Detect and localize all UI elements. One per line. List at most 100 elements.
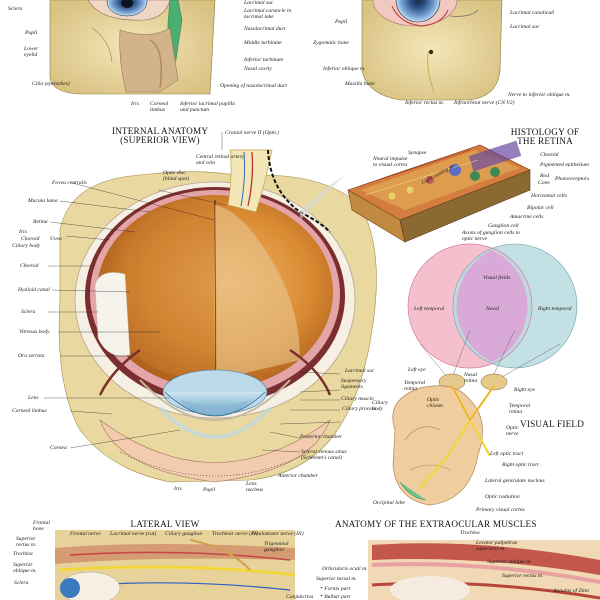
label-optic-nerve: Optic nerve <box>506 425 519 437</box>
label-bulbar-part: * Bulbar part <box>320 594 351 600</box>
label-right-optic-tract: Right optic tract <box>502 462 539 468</box>
title-internal-line2: (SUPERIOR VIEW) <box>120 135 200 145</box>
label-optic-disc: Optic disc (blind spot) <box>163 170 189 182</box>
label-frontal-nerve: Frontal nerve <box>70 531 101 537</box>
label-orbicularis-oculi: Orbicularis oculi m. <box>322 566 368 572</box>
label-vitreous-body: Vitreous body <box>19 329 50 335</box>
label-optic-chiasm: Optic chiasm <box>427 397 443 409</box>
internal-anatomy-illustration <box>58 132 377 483</box>
label-zygomatic-bone: Zygomatic bone <box>313 40 349 46</box>
label-choroid2: Choroid <box>20 263 39 269</box>
label-ciliary-body2: Ciliary body <box>372 400 388 412</box>
title-histology-line1: HISTOLOGY OF <box>510 127 580 137</box>
title-histology-line2: THE RETINA <box>517 136 573 146</box>
label-sclera: Sclera <box>21 309 36 315</box>
extraocular-illustration <box>368 540 600 600</box>
label-nasolacrimal-duct: Nasolacrimal duct <box>244 26 286 32</box>
label-trochlea-lat: Trochlea <box>13 551 33 557</box>
label-cranial-nerve-ii: Cranial nerve II (Optic) <box>225 130 279 136</box>
lateral-view-illustration <box>55 530 296 600</box>
label-inferior-oblique-top: Inferior oblique m. <box>323 66 366 72</box>
label-frontal-bone: Frontal bone <box>33 520 50 532</box>
label-cilia: Cilia (eyelashes) <box>32 81 70 87</box>
label-corneal-limbus: Corneal limbus <box>12 408 47 414</box>
label-conjunctiva: Conjunctiva <box>286 594 314 600</box>
label-posterior-chamber: Posterior chamber <box>300 434 343 440</box>
label-cone: Cone <box>538 180 550 186</box>
label-temporal-retina-right: Temporal retina <box>509 403 531 415</box>
label-oculomotor-nerve: Oculomotor nerve (III) <box>252 531 304 537</box>
label-lacrimal-nerve: Lacrimal nerve (cut) <box>110 531 157 537</box>
label-ciliary-body: Ciliary body <box>12 243 41 249</box>
label-amacrine-cells: Amacrine cells <box>510 214 544 220</box>
label-lacrimal-sac-top2: Lacrimal sac <box>510 24 540 30</box>
label-left-optic-tract: Left optic tract <box>490 451 524 457</box>
label-bipolar-cell: Bipolar cell <box>527 205 554 211</box>
label-lacrimal-sac-top: Lacrimal sac <box>244 0 274 6</box>
label-sclera-top: Sclera <box>8 6 23 12</box>
label-synapse: Synapse <box>408 150 427 156</box>
label-cornea: Cornea <box>50 445 67 451</box>
label-lens: Lens <box>28 395 39 401</box>
label-ganglion-cell: Ganglion cell <box>488 223 519 229</box>
label-middle-turbinate: Middle turbinate <box>244 40 282 46</box>
label-lacrimal-caruncle: Lacrimal caruncle in lacrimal lake <box>244 8 292 20</box>
title-extraocular: ANATOMY OF THE EXTRAOCULAR MUSCLES <box>335 519 537 529</box>
visual-pathway-illustration <box>392 373 508 506</box>
label-superior-oblique-ext: Superior oblique m. <box>487 559 532 565</box>
label-nerve-inferior-oblique: Nerve to inferior oblique m. <box>508 92 571 98</box>
label-occipital-lobe: Occipital lobe <box>373 500 405 506</box>
label-infraorbital-nerve: Infraorbital nerve (CN V2) <box>454 100 515 106</box>
label-pupil-bottom: Pupil <box>203 487 216 493</box>
top-right-inferior-view <box>361 0 503 101</box>
label-lens-nucleus: Lens nucleus <box>246 481 264 493</box>
label-retina: Retina <box>33 219 48 225</box>
label-primary-visual-cortex: Primary visual cortex <box>476 507 525 513</box>
label-pupil-top2: Pupil <box>335 19 348 25</box>
label-anterior-chamber: Anterior chamber <box>278 473 318 479</box>
label-lateral-geniculate: Lateral geniculate nucleus <box>485 478 545 484</box>
label-nasal-retina: Nasal retina <box>464 372 478 384</box>
leader-lines <box>44 182 341 453</box>
label-lower-eyelid: Lower eyelid <box>24 46 39 58</box>
label-nasal: Nasal <box>486 306 500 312</box>
label-suspensory-ligaments: Suspensory ligaments <box>341 378 367 390</box>
label-photoreceptors: Photoreceptors <box>555 176 590 182</box>
label-maxilla-bone: Maxilla bone <box>345 81 375 87</box>
label-levator-palpebrae: Levator palpebrae superioris m. <box>476 540 518 552</box>
label-fovea: Fovea centralis <box>52 180 87 186</box>
label-right-eye: Right eye <box>514 387 535 393</box>
label-trochlea-ext: Trochlea <box>460 530 480 536</box>
label-visual-fields: Visual fields <box>483 275 511 281</box>
label-left-eye: Left eye <box>408 367 426 373</box>
label-iris: Iris <box>19 229 27 235</box>
label-fornix-part: * Fornix part <box>320 586 351 592</box>
title-lateral-view: LATERAL VIEW <box>130 519 200 529</box>
label-inferior-lacrimal: Inferior lacrimal papilla and punctum <box>180 101 236 113</box>
label-superior-rectus-ext: Superior rectus m. <box>502 573 544 579</box>
title-visual-field: VISUAL FIELD <box>520 419 585 429</box>
label-trochlear-nerve: Trochlear nerve (IV) <box>212 531 259 537</box>
label-uvea: Uvea <box>50 236 62 242</box>
top-left-anterior-view <box>49 0 216 95</box>
label-right-temporal: Right temporal <box>538 306 572 312</box>
label-optic-radiation: Optic radiation <box>485 494 520 500</box>
label-superior-rectus-lat: Superior rectus m. <box>16 536 37 548</box>
title-internal-line1: INTERNAL ANATOMY <box>111 126 209 136</box>
label-left-temporal: Left temporal <box>414 306 445 312</box>
label-macula: Macula lutea <box>28 198 58 204</box>
label-pupil-top: Pupil <box>25 30 38 36</box>
label-hyaloid-canal: Hyaloid canal <box>18 287 50 293</box>
label-temporal-retina-left: Temporal retina <box>404 380 426 392</box>
label-ciliary-muscle: Ciliary muscle <box>341 396 374 402</box>
label-axons-ganglion: Axons of ganglion cells to optic nerve <box>462 230 521 242</box>
label-corneal-limbus-top: Corneal limbus <box>150 101 169 113</box>
visual-field-diagram <box>407 243 578 379</box>
label-superior-oblique-lat: Superior oblique m. <box>13 562 37 574</box>
label-annulus-zinn: Annulus of Zinn <box>553 588 589 594</box>
label-nasal-cavity: Nasal cavity <box>244 66 272 72</box>
label-iris-bottom: Iris <box>174 486 182 492</box>
label-trigeminal-ganglion: Trigeminal ganglion <box>264 541 289 553</box>
